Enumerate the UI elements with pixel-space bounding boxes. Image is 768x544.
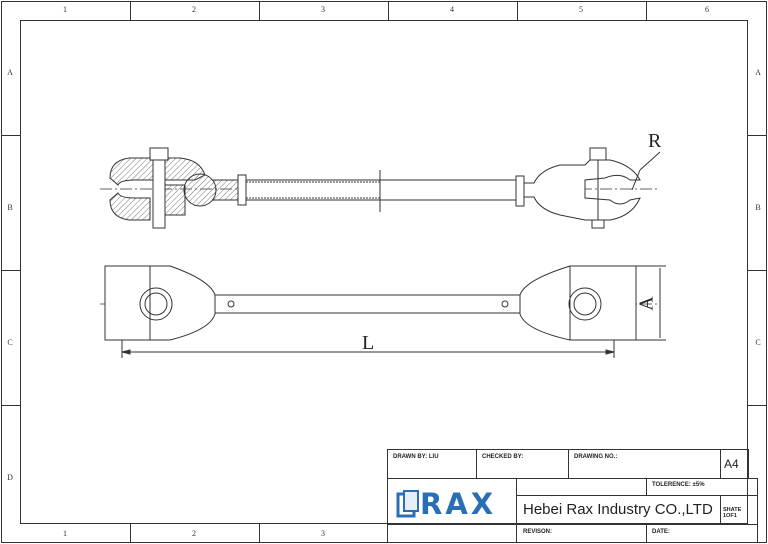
blank-cell <box>516 478 647 496</box>
drawing-no: DRAWING NO.: <box>574 454 618 460</box>
rax-logo-icon <box>396 490 419 518</box>
row-label: D <box>7 473 13 482</box>
sheet-size: A4 <box>724 457 739 471</box>
top-view <box>100 265 666 358</box>
date: DATE: <box>652 529 670 535</box>
dimension-width-label: A <box>635 296 658 311</box>
col-label: 5 <box>579 5 583 14</box>
blank-cell <box>387 524 517 543</box>
dimension-radius-label: R <box>648 130 662 152</box>
tolerance: TOLERENCE: ±5% <box>652 482 705 488</box>
logo-text: RAX <box>420 487 497 521</box>
row-label: B <box>755 203 761 212</box>
drawing-no-cell: DRAWING NO.: <box>568 449 721 479</box>
company-name: Hebei Rax Industry CO.,LTD <box>523 501 713 518</box>
revision-cell: REVISON: <box>516 524 647 543</box>
col-label: 3 <box>321 5 325 14</box>
col-label: 6 <box>705 5 709 14</box>
checked-by-cell: CHECKED BY: <box>476 449 569 479</box>
col-label: 2 <box>192 529 196 538</box>
row-label: B <box>7 203 13 212</box>
row-label: C <box>755 338 761 347</box>
sheet-number: SHATE 1OF1 <box>723 507 742 519</box>
dimension-length-label: L <box>362 332 375 354</box>
sheet-cell: SHATE 1OF1 <box>720 495 758 525</box>
checked-by: CHECKED BY: <box>482 454 524 460</box>
row-label: A <box>755 68 761 77</box>
drawn-by-cell: DRAWN BY: LIU <box>387 449 477 479</box>
col-label: 3 <box>321 529 325 538</box>
tolerance-cell: TOLERENCE: ±5% <box>646 478 758 496</box>
date-cell: DATE: <box>646 524 758 543</box>
inner-frame <box>20 20 748 524</box>
side-view <box>100 147 661 229</box>
logo-cell: RAX <box>387 478 517 525</box>
company-cell: Hebei Rax Industry CO.,LTD <box>516 495 721 525</box>
drawn-by: DRAWN BY: LIU <box>393 454 439 460</box>
revision: REVISON: <box>523 529 553 535</box>
col-label: 4 <box>450 5 454 14</box>
col-label: 1 <box>63 5 67 14</box>
size-cell: A4 <box>720 449 749 479</box>
col-label: 1 <box>63 529 67 538</box>
row-label: C <box>7 338 13 347</box>
col-label: 2 <box>192 5 196 14</box>
row-label: A <box>7 68 13 77</box>
